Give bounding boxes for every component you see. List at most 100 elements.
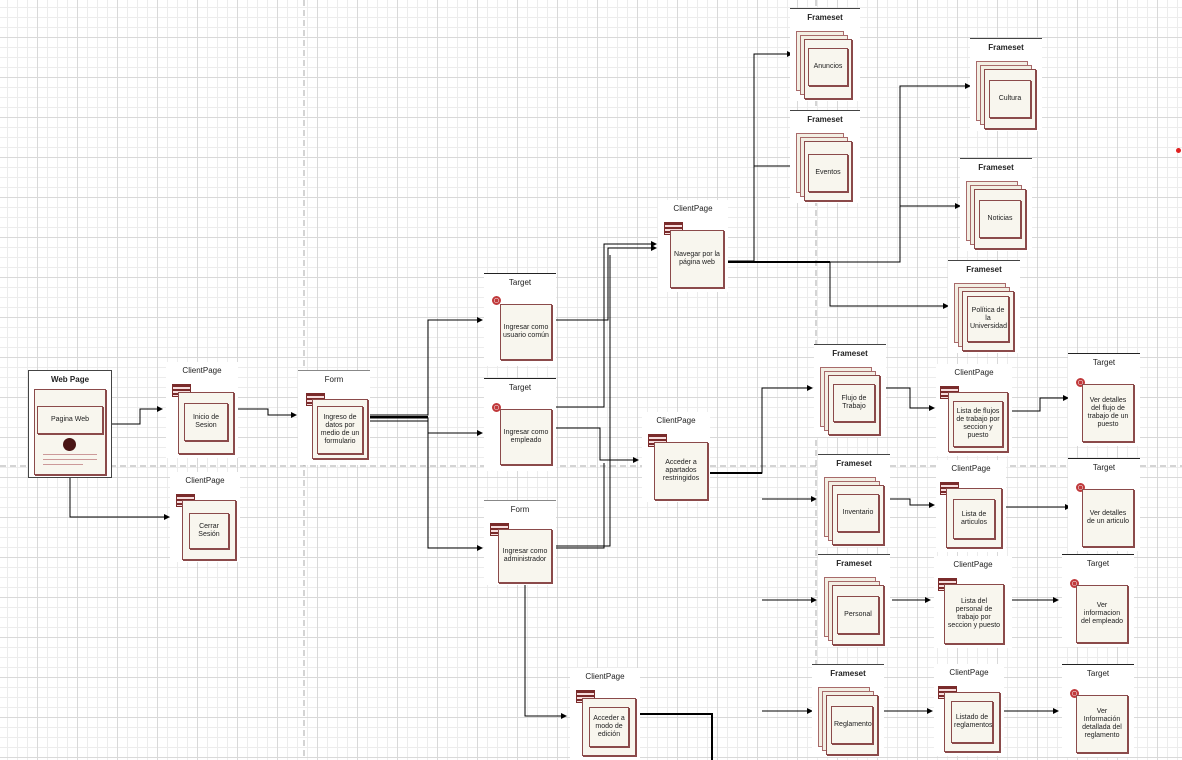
webpage-doc: Pagina Web <box>34 389 106 475</box>
page-inner: Reglamento <box>831 706 873 744</box>
page-frame: Acceder a apartados restringidos <box>654 442 708 500</box>
node-label: Cultura <box>998 95 1022 102</box>
node-type: Frameset <box>978 163 1014 172</box>
clientpage-lista-personal[interactable]: ClientPage Lista del personal de trabajo… <box>934 556 1012 648</box>
node-label: Eventos <box>815 169 841 176</box>
clientpage-navegar[interactable]: ClientPage Navegar por la página web <box>658 200 728 292</box>
node-label: Lista del personal de trabajo por seccio… <box>947 598 1001 629</box>
node-type: Frameset <box>836 459 872 468</box>
form-administrador[interactable]: Form Ingresar como administrador <box>484 500 556 585</box>
clientpage-apartados-restringidos[interactable]: ClientPage Acceder a apartados restringi… <box>642 412 710 502</box>
page-inner: Lista de articulos <box>953 499 995 539</box>
target-empleado[interactable]: Target Ingresar como empleado <box>484 378 556 471</box>
clientpage-listado-reglamentos[interactable]: ClientPage Listado de reglamentos <box>934 664 1004 756</box>
page-inner: Personal <box>837 596 879 634</box>
page-frame: Inventario <box>832 485 884 545</box>
frameset-flujo-trabajo[interactable]: Frameset Flujo de Trabajo <box>814 344 886 437</box>
node-type: ClientPage <box>185 476 225 485</box>
node-label: Personal <box>844 611 872 618</box>
node-type: ClientPage <box>954 368 994 377</box>
target-informacion-reglamento[interactable]: Target Ver Información detallada del reg… <box>1062 664 1134 757</box>
page-frame: Personal <box>832 585 884 645</box>
page-frame: Inicio de Sesion <box>178 392 234 454</box>
page-frame: Lista de articulos <box>946 488 1002 548</box>
webpage-title-box: Pagina Web <box>37 406 103 434</box>
clientpage-inicio-sesion[interactable]: ClientPage Inicio de Sesion <box>166 362 238 458</box>
node-label: Ver informacion del empleado <box>1080 602 1124 625</box>
node-type: Frameset <box>988 43 1024 52</box>
clientpage-lista-articulos[interactable]: ClientPage Lista de articulos <box>936 460 1006 552</box>
page-inner: Cultura <box>989 80 1031 118</box>
webpage-node[interactable]: Web Page Pagina Web <box>28 370 112 478</box>
connector <box>556 463 605 549</box>
connector <box>829 262 949 309</box>
red-marker-dot <box>1176 148 1181 153</box>
connector <box>556 427 639 463</box>
clientpage-modo-edicion[interactable]: ClientPage Acceder a modo de edición <box>570 668 640 760</box>
node-label: Ver Información detallada del reglamento <box>1082 708 1122 739</box>
target-icon <box>492 403 501 412</box>
target-usuario-comun[interactable]: Target Ingresar como usuario común <box>484 273 556 366</box>
connector <box>556 241 657 408</box>
node-type: Frameset <box>830 669 866 678</box>
page-inner: Acceder a modo de edición <box>589 707 629 747</box>
connector <box>1012 395 1069 412</box>
target-informacion-empleado[interactable]: Target Ver informacion del empleado <box>1062 554 1134 647</box>
target-icon <box>1070 579 1079 588</box>
node-label: Ver detalles de un articulo <box>1086 510 1130 525</box>
connector <box>890 498 935 508</box>
form-ingreso-datos[interactable]: Form Ingreso de datos por medio de un fo… <box>298 370 370 465</box>
clientpage-lista-flujos[interactable]: ClientPage Lista de flujos de trabajo po… <box>936 364 1012 456</box>
page-frame: Ver detalles de un articulo <box>1082 489 1134 547</box>
frameset-politica[interactable]: Frameset Política de la Universidad <box>948 260 1020 353</box>
frameset-eventos[interactable]: Frameset Eventos <box>790 110 860 203</box>
page-frame: Navegar por la página web <box>670 230 724 288</box>
connector <box>524 580 567 719</box>
node-label: Flujo de Trabajo <box>841 395 867 410</box>
node-label: Reglamento <box>834 721 872 728</box>
node-type: Target <box>508 383 532 392</box>
page-frame: Ver informacion del empleado <box>1076 585 1128 643</box>
page-inner: Listado de reglamentos <box>951 701 993 743</box>
page-frame: Ver Información detallada del reglamento <box>1076 695 1128 753</box>
node-label: Noticias <box>987 215 1013 222</box>
node-label: Acceder a apartados restringidos <box>662 459 700 482</box>
node-label: Ingreso de datos por medio de un formula… <box>320 414 360 445</box>
page-frame: Eventos <box>804 141 852 201</box>
frameset-inventario[interactable]: Frameset Inventario <box>818 454 890 547</box>
page-inner: Ingreso de datos por medio de un formula… <box>317 406 363 454</box>
page-frame: Lista del personal de trabajo por seccio… <box>944 584 1004 644</box>
target-icon <box>492 296 501 305</box>
node-label: Ver detalles del flujo de trabajo de un … <box>1087 397 1129 428</box>
frameset-reglamento[interactable]: Frameset Reglamento <box>812 664 884 757</box>
page-frame: Acceder a modo de edición <box>582 698 636 756</box>
page-frame: Cultura <box>984 69 1036 129</box>
page-inner: Flujo de Trabajo <box>833 384 875 422</box>
page-frame: Ingresar como usuario común <box>500 304 552 360</box>
connector <box>885 387 935 411</box>
frameset-anuncios[interactable]: Frameset Anuncios <box>790 8 860 101</box>
node-type: Target <box>1092 358 1116 367</box>
node-label: Anuncios <box>813 63 843 70</box>
frameset-personal[interactable]: Frameset Personal <box>818 554 890 647</box>
target-icon <box>1070 689 1079 698</box>
target-detalles-flujo[interactable]: Target Ver detalles del flujo de trabajo… <box>1068 353 1140 446</box>
node-type: ClientPage <box>949 668 989 677</box>
node-type: Form <box>324 375 344 384</box>
frameset-noticias[interactable]: Frameset Noticias <box>960 158 1032 251</box>
page-inner: Anuncios <box>808 48 848 86</box>
node-label: Navegar por la página web <box>674 251 720 266</box>
frameset-cultura[interactable]: Frameset Cultura <box>970 38 1042 131</box>
page-inner: Inventario <box>837 494 879 532</box>
page-frame: Noticias <box>974 189 1026 249</box>
connector <box>110 406 163 425</box>
node-type: Frameset <box>807 115 843 124</box>
node-type: ClientPage <box>656 416 696 425</box>
ribbon-line <box>43 464 83 465</box>
node-type: Target <box>1086 669 1110 678</box>
target-detalles-articulo[interactable]: Target Ver detalles de un articulo <box>1068 458 1140 551</box>
page-frame: Flujo de Trabajo <box>828 375 880 435</box>
clientpage-cerrar-sesion[interactable]: ClientPage Cerrar Sesión <box>170 472 240 562</box>
